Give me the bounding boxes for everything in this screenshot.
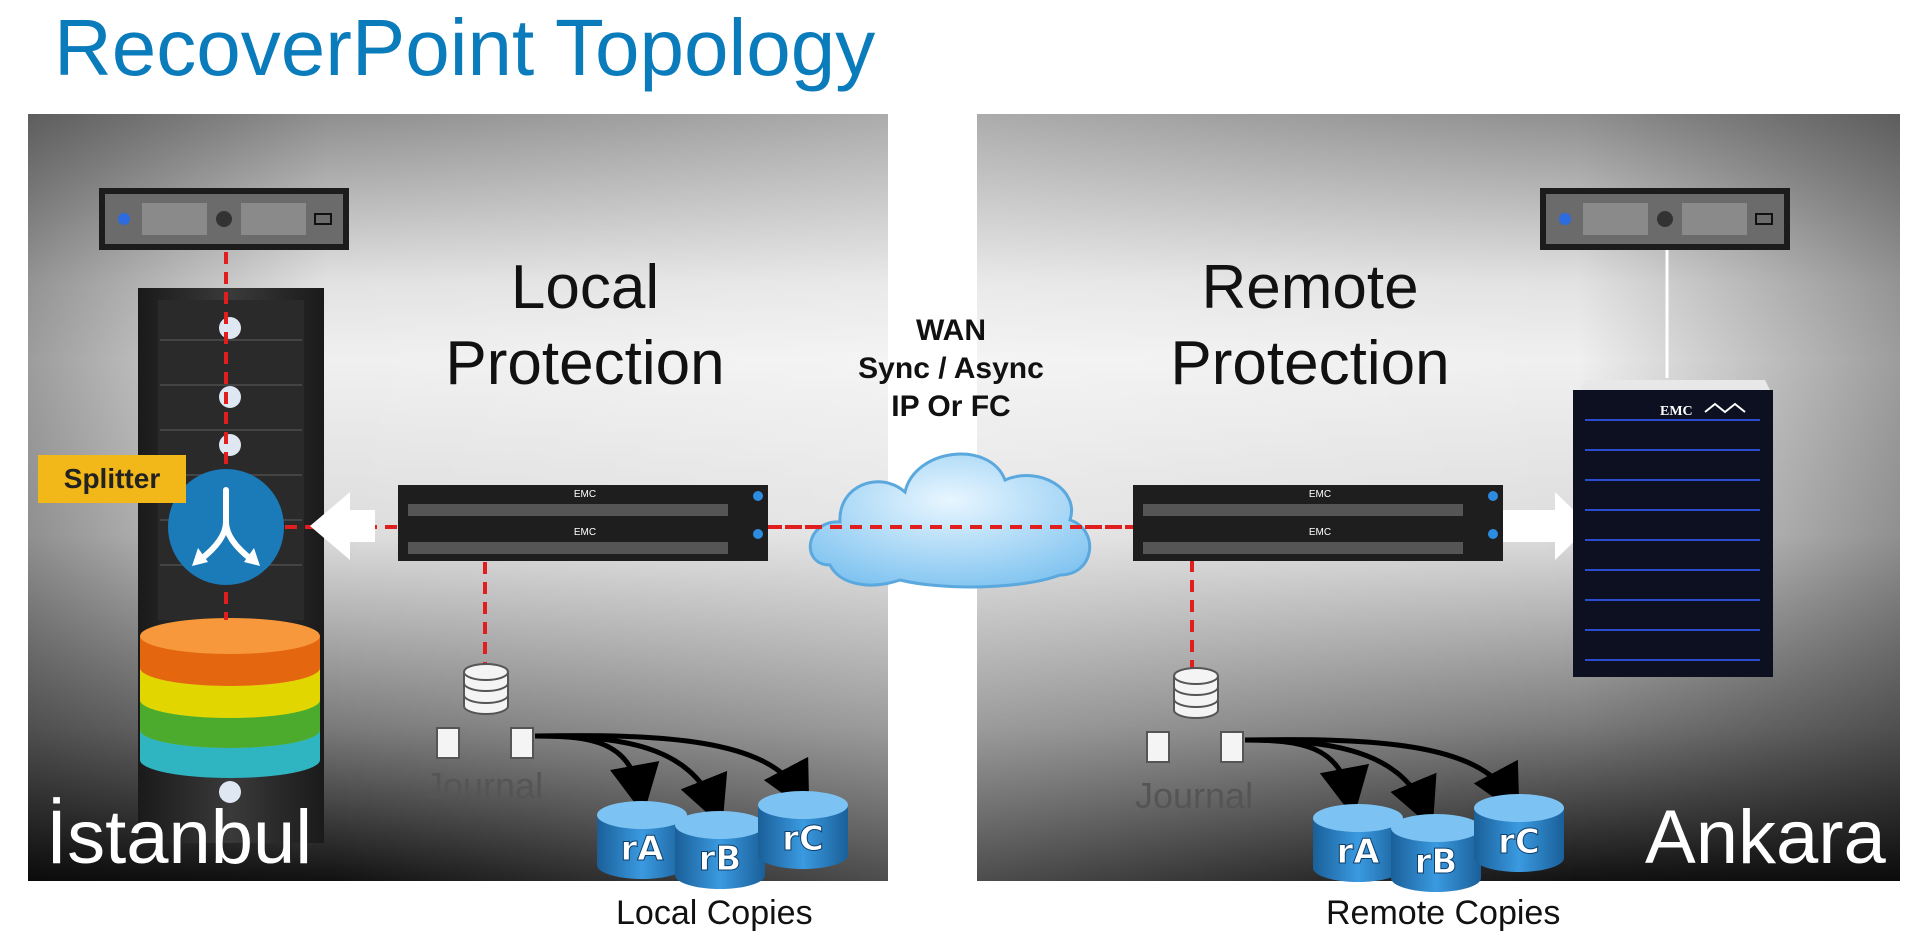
remote-recoverpoint-appliance-icon	[1133, 485, 1503, 561]
remote-emc-array-icon: EMC	[1573, 380, 1773, 677]
svg-text:EMC: EMC	[1660, 404, 1693, 419]
local-copy-arrows	[534, 733, 810, 827]
copy-label-rC: rC	[1498, 822, 1540, 862]
page-title: RecoverPoint Topology	[54, 3, 876, 92]
local-protection-heading: Local Protection	[445, 253, 725, 398]
local-journal-database-icon	[436, 663, 534, 759]
appliance-brand-label: EMC	[1309, 527, 1331, 538]
copy-label-rB: rB	[699, 839, 742, 879]
remote-arrow-icon	[1500, 492, 1590, 560]
appliance-brand-label: EMC	[1309, 489, 1331, 500]
splitter-icon	[168, 469, 284, 585]
copy-label-rA: rA	[620, 829, 664, 869]
remote-protection-heading: Remote Protection	[1170, 253, 1450, 398]
copy-label-rB: rB	[1415, 842, 1458, 882]
local-copies-label: Local Copies	[616, 894, 813, 932]
remote-journal-label: Journal	[1135, 775, 1254, 816]
wan-cloud-icon	[808, 452, 1092, 589]
appliance-brand-label: EMC	[574, 489, 596, 500]
remote-copy-arrows	[1244, 737, 1520, 829]
remote-copy-volume-icon	[1313, 794, 1564, 892]
wan-label: WAN Sync / Async IP Or FC	[858, 314, 1044, 423]
local-recoverpoint-appliance-icon	[398, 485, 768, 561]
remote-journal-database-icon	[1146, 667, 1244, 763]
local-journal-label: Journal	[425, 765, 544, 806]
local-arrow-icon	[310, 492, 375, 560]
local-server-icon	[99, 188, 349, 250]
copy-label-rA: rA	[1336, 832, 1380, 872]
remote-city-label: Ankara	[1645, 795, 1886, 880]
appliance-brand-label: EMC	[574, 527, 596, 538]
copy-label-rC: rC	[782, 819, 824, 859]
local-city-label: İstanbul	[46, 795, 313, 880]
splitter-label: Splitter	[38, 455, 186, 503]
remote-server-icon	[1540, 188, 1790, 250]
local-copy-volume-icon	[597, 791, 848, 889]
remote-copies-label: Remote Copies	[1326, 894, 1561, 932]
storage-volume-stack-icon	[140, 618, 320, 778]
